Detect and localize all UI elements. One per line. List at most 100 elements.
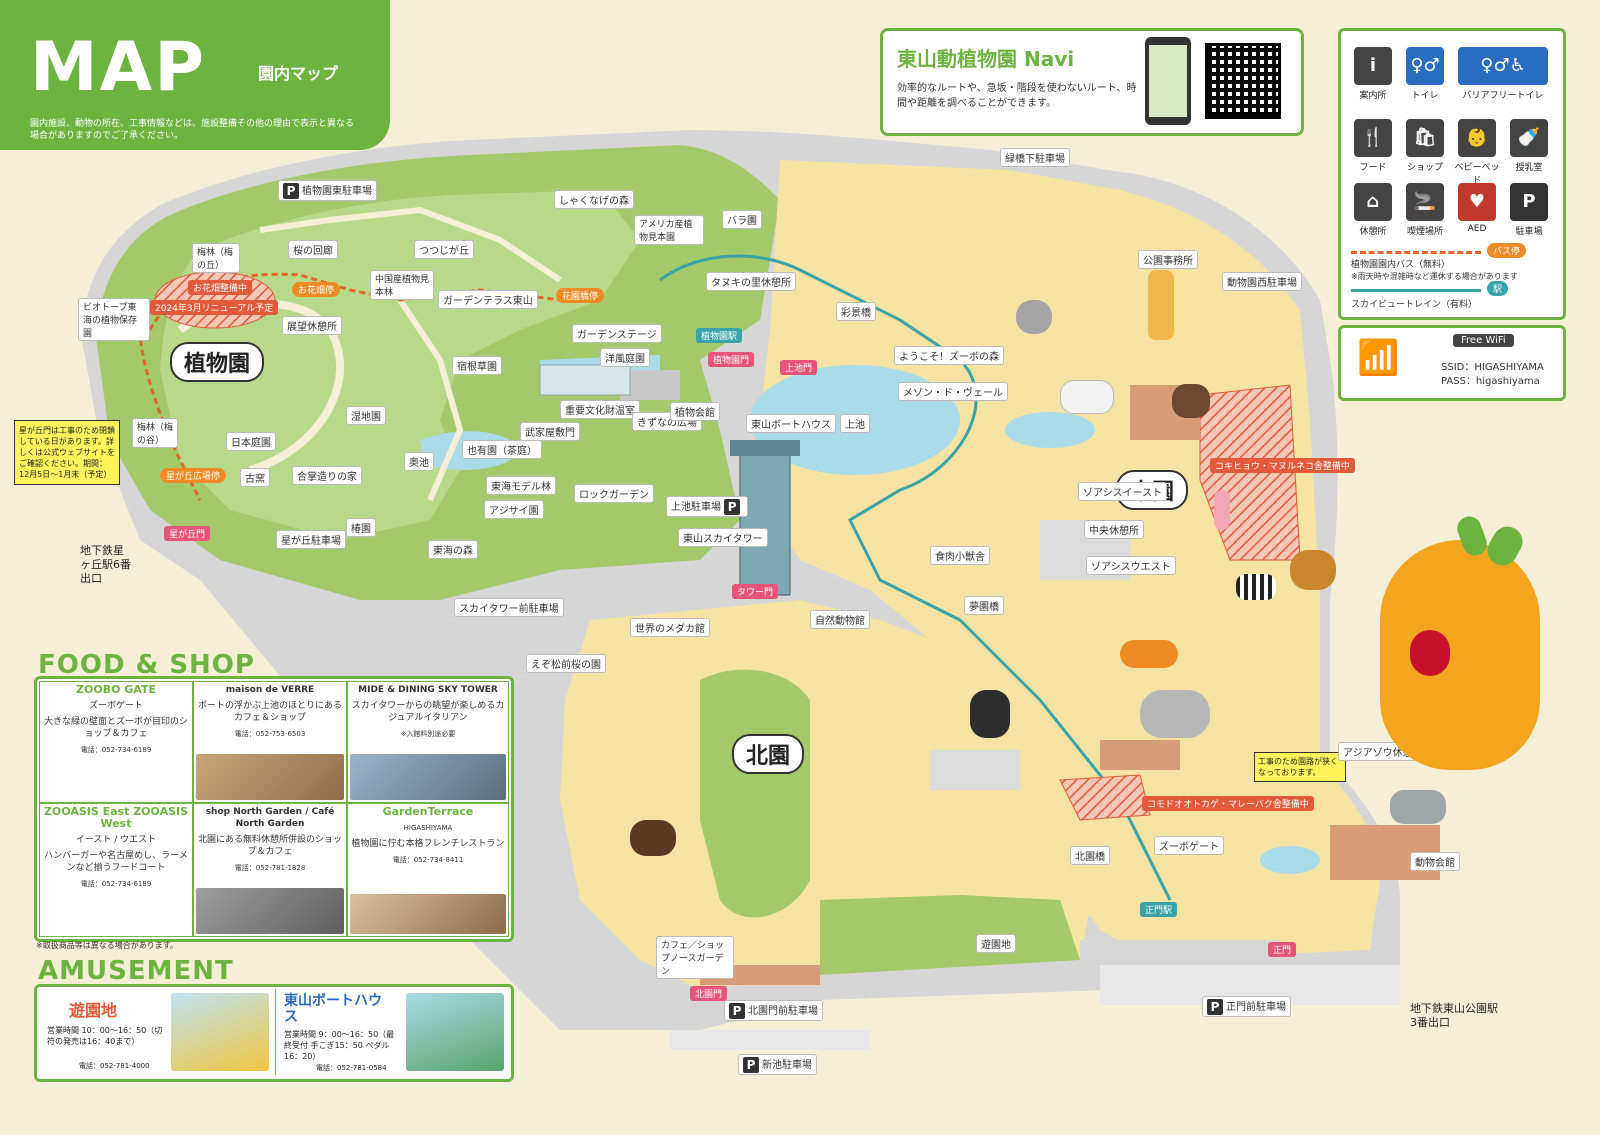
label-saikei[interactable]: 彩景橋 — [836, 302, 876, 321]
barrier-free-toilet-icon: ♀♂♿ — [1458, 47, 1548, 85]
label-main-gate[interactable]: 正門 — [1268, 942, 1297, 957]
label-botanical-gate[interactable]: 植物園門 — [708, 352, 755, 367]
label-garden-stage[interactable]: ガーデンステージ — [572, 324, 662, 343]
label-zoasis-west[interactable]: ゾアシスウエスト — [1086, 556, 1176, 575]
label-hoshigaoka-stop[interactable]: 星が丘広場停 — [160, 468, 227, 483]
boat-house-card[interactable]: 東山ボートハウス 営業時間 9：00～16：50（最終受付 手こぎ15：50 ペ… — [275, 989, 508, 1075]
label-cafe-north[interactable]: カフェ／ショップノースガーデン — [656, 936, 734, 979]
label-buke[interactable]: 武家屋敷門 — [520, 422, 580, 441]
legend-baby-bed: 👶ベビーベッド — [1453, 119, 1501, 186]
label-ezo[interactable]: えぞ松前桜の園 — [526, 654, 606, 673]
label-furuyo[interactable]: 古窯 — [240, 468, 270, 487]
amusement-park-tel: 電話：052-781-4000 — [79, 1062, 150, 1070]
hoshigaoka-notice: 星が丘門は工事のため閉鎖している日があります。詳しくは公式ウェブサイトをご確認く… — [14, 420, 120, 485]
label-maison[interactable]: メゾン・ド・ヴェール — [898, 382, 1008, 401]
koala-icon — [1016, 300, 1052, 334]
label-boat-house[interactable]: 東山ボートハウス — [746, 414, 836, 433]
label-yoofu[interactable]: 洋風庭園 — [600, 348, 650, 367]
label-shukkon[interactable]: 宿根草園 — [452, 356, 502, 375]
label-bara[interactable]: バラ園 — [722, 210, 762, 229]
shop-sky-tower-dining[interactable]: MIDE & DINING SKY TOWER スカイタワーからの眺望が楽しめる… — [347, 681, 509, 803]
label-tsutsuji[interactable]: つつじが丘 — [414, 240, 474, 259]
navi-card[interactable]: 東山動植物園 Navi 効率的なルートや、急坂・階段を使わないルート、時間や距離… — [880, 28, 1304, 136]
header-panel: MAP 園内マップ 園内施設、動物の所在、工事情報などは、施設整備その他の理由で… — [0, 0, 390, 150]
label-yuka[interactable]: 夢園橋 — [964, 596, 1004, 615]
navi-desc: 効率的なルートや、急坂・階段を使わないルート、時間や距離を調べることができます。 — [897, 83, 1137, 109]
label-hoshigaoka-gate[interactable]: 星が丘門 — [164, 526, 211, 541]
label-tenbou[interactable]: 展望休憩所 — [282, 316, 342, 335]
label-zoo-gate-shop[interactable]: ズーボゲート — [1154, 836, 1224, 855]
label-midorihashi-parking[interactable]: 緑橋下駐車場 — [1000, 148, 1070, 167]
smoking-icon: 🚬 — [1406, 183, 1444, 221]
shop-garden-terrace[interactable]: GardenTerrace HIGASHIYAMA 植物園に佇む本格フレンチレス… — [347, 803, 509, 937]
label-hanamachi-stop[interactable]: 花園橋停 — [556, 288, 605, 303]
label-subway-hoshigaoka[interactable]: 地下鉄星ヶ丘駅6番出口 — [80, 544, 131, 585]
legend-toilet: ♀♂トイレ — [1401, 47, 1449, 101]
lion-icon — [1290, 550, 1336, 590]
label-chugoku[interactable]: 中国産植物見本林 — [370, 270, 434, 300]
label-okuike[interactable]: 奥池 — [404, 452, 434, 471]
label-shakunage[interactable]: しゃくなげの森 — [554, 190, 634, 209]
label-shicchi[interactable]: 湿地園 — [346, 406, 386, 425]
label-zoo-hall[interactable]: 動物会館 — [1410, 852, 1460, 871]
label-american-garden[interactable]: アメリカ産植物見本園 — [634, 215, 704, 245]
wifi-pass: PASS：higashiyama — [1441, 376, 1540, 387]
label-kamiike-parking[interactable]: 上池駐車場 P — [666, 496, 749, 517]
qr-code[interactable] — [1205, 43, 1281, 119]
label-west-parking[interactable]: 動物園西駐車場 — [1222, 272, 1302, 291]
label-central-rest[interactable]: 中央休憩所 — [1084, 520, 1144, 539]
label-subway-higashiyama[interactable]: 地下鉄東山公園駅3番出口 — [1410, 1002, 1498, 1029]
boat-house-tel: 電話：052-781-0584 — [316, 1064, 387, 1072]
label-north-bridge[interactable]: 北園橋 — [1070, 846, 1110, 865]
label-tanuki[interactable]: タヌキの里休憩所 — [706, 272, 796, 291]
label-biotope[interactable]: ビオトープ東海の植物保存園 — [78, 298, 150, 341]
polar-bear-icon — [1060, 380, 1114, 414]
shop-maison-de-verre[interactable]: maison de VERRE ボートの浮かぶ上池のほとりにあるカフェ＆ショップ… — [193, 681, 347, 803]
label-kamiike-gate[interactable]: 上池門 — [780, 360, 818, 375]
label-ume-tani[interactable]: 梅林（梅の谷） — [132, 418, 178, 448]
label-medaka[interactable]: 世界のメダカ館 — [630, 618, 710, 637]
label-amusement-park[interactable]: 遊園地 — [976, 934, 1016, 953]
label-ume-oka[interactable]: 梅林（梅の丘） — [192, 243, 240, 273]
label-ohanami-stop[interactable]: お花畑停 — [292, 282, 341, 297]
zone-north: 北園 — [732, 734, 805, 774]
sky-tower — [739, 449, 791, 596]
bus-line-sample — [1351, 251, 1481, 254]
label-tokai-forest[interactable]: 東海の森 — [428, 540, 478, 559]
shop-zoobo-gate[interactable]: ZOOBO GATE ズーボゲート 大きな緑の壁面とズーボが目印のショップ＆カフ… — [39, 681, 193, 803]
wifi-icon: 📶 — [1357, 338, 1400, 378]
label-north-gate[interactable]: 北園門 — [690, 986, 728, 1001]
label-zoasis-east[interactable]: ゾアシスイースト — [1078, 482, 1168, 501]
label-sakura-kairo[interactable]: 桜の回廊 — [288, 240, 338, 259]
amusement-park-card[interactable]: 遊園地 営業時間 10：00～16：50（切符の発売は16：40まで） 電話：0… — [39, 989, 273, 1075]
label-skytower[interactable]: 東山スカイタワー — [678, 528, 768, 547]
label-gassho[interactable]: 合掌造りの家 — [292, 466, 362, 485]
label-koen-office[interactable]: 公園事務所 — [1138, 250, 1198, 269]
label-ajisai[interactable]: アジサイ園 — [484, 500, 544, 519]
label-botanical-hall[interactable]: 植物会館 — [670, 402, 720, 421]
label-hoshigaoka-parking[interactable]: 星が丘駐車場 — [276, 530, 346, 549]
label-tokai-model[interactable]: 東海モデル林 — [486, 476, 556, 495]
label-tsubaki[interactable]: 椿園 — [346, 518, 376, 537]
shop-zooasis[interactable]: ZOOASIS East ZOOASIS West イースト / ウエスト ハン… — [39, 803, 193, 937]
label-yuuyuu[interactable]: 也有園（茶庭） — [462, 440, 542, 459]
food-shop-title: FOOD & SHOP — [38, 650, 255, 680]
label-conservatory[interactable]: 重要文化財温室 — [560, 400, 640, 419]
label-botanical-station[interactable]: 植物園駅 — [696, 328, 743, 343]
label-skytower-parking[interactable]: スカイタワー前駐車場 — [454, 598, 564, 617]
label-garden-terrace[interactable]: ガーデンテラス東山 — [438, 290, 538, 309]
label-kamiike[interactable]: 上池 — [840, 414, 870, 433]
label-nihon-teien[interactable]: 日本庭園 — [226, 432, 276, 451]
label-snow-leopard-note: コキヒョウ・マヌルネコ舎整備中 — [1210, 458, 1355, 473]
label-main-station[interactable]: 正門駅 — [1140, 902, 1178, 917]
label-carnivore[interactable]: 食肉小獣舎 — [930, 546, 990, 565]
label-natural-zoo[interactable]: 自然動物館 — [810, 610, 870, 629]
label-rock-garden[interactable]: ロックガーデン — [574, 484, 654, 503]
shop-north-garden[interactable]: shop North Garden / Café North Garden 北園… — [193, 803, 347, 937]
label-tower-gate[interactable]: タワー門 — [732, 584, 779, 599]
label-welcome[interactable]: ようこそ！ズーボの森 — [894, 346, 1004, 365]
